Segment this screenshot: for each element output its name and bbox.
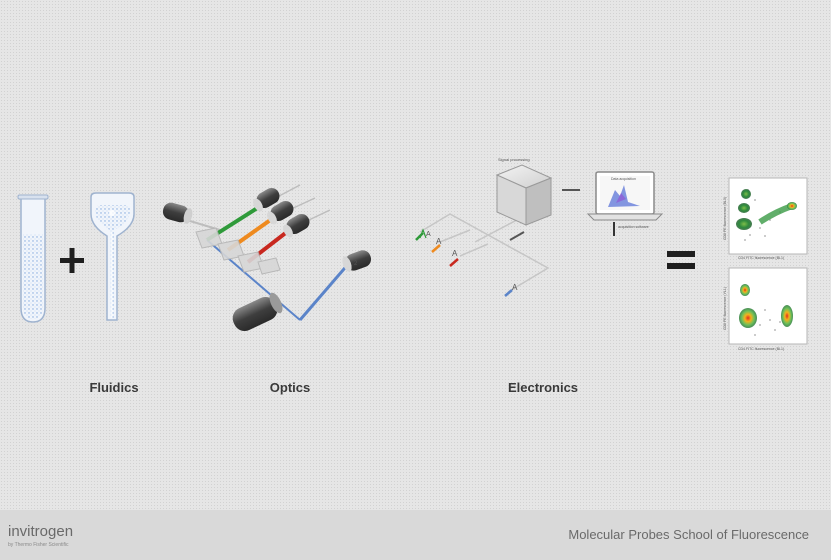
dot-plot-2: CD8 PE fluorescence (YL1) CD4 FITC fluor…: [723, 267, 808, 351]
signal-pulse-orange: A: [431, 237, 442, 253]
laser-icon: [232, 292, 283, 331]
svg-text:A: A: [436, 237, 442, 246]
plot-2-xlabel: CD4 FITC fluorescence (BL1): [738, 347, 784, 351]
signal-pulse-red: A: [449, 249, 459, 267]
stage-label-fluidics: Fluidics: [89, 380, 139, 395]
signal-pulse-green: A: [415, 228, 431, 241]
plus-icon: [60, 248, 84, 273]
plot-1-ylabel: CD8 PE fluorescence (BL3): [723, 197, 727, 240]
school-title: Molecular Probes School of Fluorescence: [568, 527, 809, 542]
svg-text:A: A: [426, 231, 431, 238]
computer-label: Signal processing: [498, 157, 530, 162]
signal-pulse-blue: A: [504, 283, 518, 297]
footer-bar: invitrogen by Thermo Fisher Scientific M…: [0, 510, 831, 560]
detector-pmt-icon: [162, 202, 193, 224]
detector-pmt-icon: [283, 214, 310, 238]
signal-processor-icon: Signal processing: [495, 157, 553, 226]
svg-text:2: 2: [354, 261, 358, 267]
detector-pmt-icon: [267, 201, 294, 225]
laser-beam: [298, 261, 352, 321]
laptop-icon: Data acquisition acquisition software: [586, 171, 664, 236]
stage-label-optics: Optics: [269, 380, 311, 395]
svg-text:A: A: [452, 249, 458, 258]
plot-2-ylabel: CD8 PE fluorescence (YL1): [723, 287, 727, 330]
brand-subtitle: by Thermo Fisher Scientific: [8, 542, 69, 548]
screen-label: Data acquisition: [611, 177, 636, 181]
svg-text:A: A: [512, 283, 518, 292]
plot-1-xlabel: CD4 FITC fluorescence (BL1): [738, 256, 784, 260]
optics-bench: 2: [162, 184, 372, 331]
keyboard-label: acquisition software: [618, 225, 649, 229]
test-tube-icon: [17, 194, 49, 323]
detector-pmt-icon: [253, 188, 280, 212]
brand-logo: invitrogen: [8, 523, 74, 540]
detector-pmt-icon: 2: [342, 250, 372, 272]
equals-icon: [667, 251, 695, 269]
stage-label-electronics: Electronics: [507, 380, 579, 395]
flow-cell-icon: [90, 192, 135, 321]
dot-plot-1: CD8 PE fluorescence (BL3) CD4 FITC fluor…: [723, 177, 808, 260]
